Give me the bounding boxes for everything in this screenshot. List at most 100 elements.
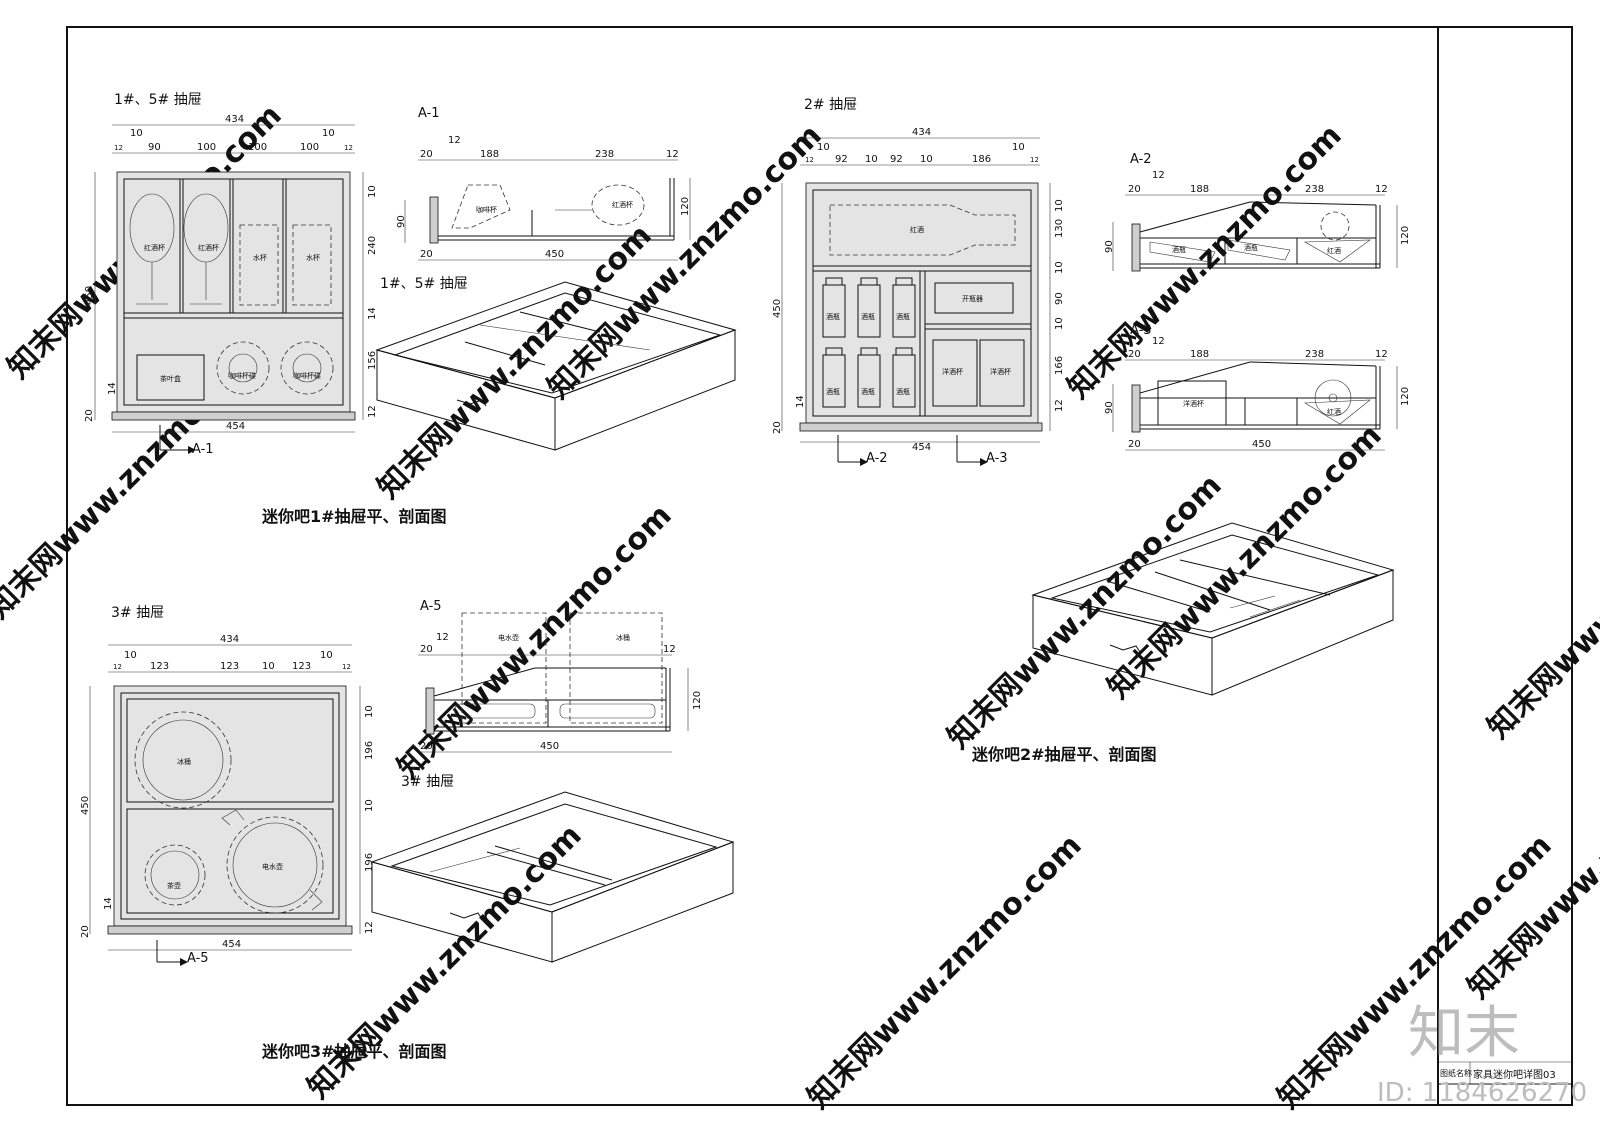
sheet-title: 家具迷你吧详图03 [1473,1068,1556,1081]
drawing-caption: 迷你吧2#抽屉平、剖面图 [971,745,1157,764]
dim-label: 196 [364,853,375,872]
section-marker: A-5 [187,951,209,966]
item-label: 红酒杯 [198,243,219,252]
dim-label: 10 [1054,261,1065,274]
dim-label: 20 [772,421,783,434]
item-label: 酒瓶 [896,387,910,396]
dim-label: 12 [364,921,375,934]
item-label: 冰桶 [616,633,630,642]
title-block: 知末 图纸名称 家具迷你吧详图03 ID: 1184626270 [1377,1001,1587,1108]
drawer-3-plan: 3# 抽屉 434 12 10 123 123 10 123 10 12 冰桶 … [80,605,375,966]
dim-label: 12 [1375,349,1388,360]
dim-overall-width: 454 [226,421,245,432]
watermark: 知末网www.znzmo.com [801,828,1089,1116]
dim-label: 12 [1030,156,1039,164]
dim-label: 20 [1128,439,1141,450]
dim-label: 14 [107,382,118,395]
dim-label: 156 [367,351,378,370]
section-title: A-2 [1130,152,1152,167]
dim-label: 238 [1305,184,1324,195]
dim-label: 120 [692,691,703,710]
item-label: 酒瓶 [861,387,875,396]
dim-label: 188 [1190,349,1209,360]
item-label: 电水壶 [262,862,283,871]
dim-label: 450 [84,286,95,305]
dim-overall-width: 434 [220,634,239,645]
drawer-1-5-plan: 1#、5# 抽屉 434 12 10 90 100 100 100 10 12 … [84,92,378,457]
dim-label: 123 [220,661,239,672]
dim-label: 20 [1128,184,1141,195]
section-a2: A-2 20 12 188 238 12 酒瓶 酒瓶 红酒 120 90 [1104,152,1411,272]
drawing-caption: 迷你吧1#抽屉平、剖面图 [261,507,447,526]
dim-label: 10 [124,650,137,661]
plan-title: 1#、5# 抽屉 [114,92,202,108]
iso-title: 3# 抽屉 [401,774,454,790]
dim-label: 166 [1054,356,1065,375]
site-logo: 知末 [1408,1001,1520,1066]
drawing-frame [66,26,1573,1106]
dim-label: 100 [300,142,319,153]
dim-label: 10 [322,128,335,139]
dim-label: 12 [367,405,378,418]
dim-label: 10 [920,154,933,165]
dim-label: 10 [1012,142,1025,153]
watermark: 知末网www.znzmo.com [1481,458,1600,746]
dim-label: 238 [595,149,614,160]
plan-title: 3# 抽屉 [111,605,164,621]
section-a3: A-3 20 12 188 238 12 洋酒杯 红酒 120 90 20 45… [1104,323,1411,451]
dim-overall-width: 434 [912,127,931,138]
section-a1: A-1 20 12 188 238 12 咖啡杯 红酒杯 120 90 20 4… [396,106,691,261]
drawer-2-plan: 2# 抽屉 434 12 10 92 10 92 10 186 10 12 红酒… [772,97,1065,466]
drawer-1-5-iso: 1#、5# 抽屉 [375,276,737,451]
dim-label: 12 [1152,170,1165,181]
iso-title: 1#、5# 抽屉 [380,276,468,292]
dim-label: 12 [114,144,123,152]
watermark: 知末网www.znzmo.com [1061,118,1349,406]
dim-label: 14 [103,897,114,910]
section-title: A-1 [418,106,440,121]
dim-label: 20 [420,149,433,160]
dim-label: 12 [666,149,679,160]
plan-title: 2# 抽屉 [804,97,857,113]
dim-label: 240 [367,236,378,255]
section-marker: A-3 [986,451,1008,466]
section-marker: A-1 [192,442,214,457]
dim-label: 100 [197,142,216,153]
drawing-caption: 迷你吧3#抽屉平、剖面图 [261,1042,447,1061]
id-text: ID: 1184626270 [1377,1078,1587,1108]
item-label: 红酒 [1327,246,1341,255]
dim-label: 12 [1054,399,1065,412]
dim-label: 10 [1054,199,1065,212]
dim-label: 20 [84,409,95,422]
dim-label: 10 [364,799,375,812]
item-label: 酒瓶 [826,312,840,321]
dim-label: 10 [1054,317,1065,330]
item-label: 洋酒杯 [1183,399,1204,408]
item-label: 咖啡杯碟 [293,371,321,380]
dim-label: 20 [1128,349,1141,360]
dim-label: 130 [1054,219,1065,238]
dim-label: 10 [320,650,333,661]
dim-label: 12 [448,135,461,146]
dim-overall-width: 434 [225,114,244,125]
dim-label: 90 [1104,240,1115,253]
section-title: A-5 [420,599,442,614]
dim-label: 12 [805,156,814,164]
dim-label: 10 [367,185,378,198]
item-label: 酒瓶 [861,312,875,321]
dim-label: 186 [972,154,991,165]
item-label: 冰桶 [177,757,191,766]
watermark: 知末网www.znzmo.com [541,118,829,406]
item-label: 咖啡杯 [476,205,497,214]
item-label: 茶叶盒 [160,374,181,383]
dim-label: 20 [420,249,433,260]
dim-label: 20 [80,925,91,938]
dim-label: 92 [890,154,903,165]
drawer-3-iso: 3# 抽屉 [370,774,735,963]
item-label: 茶壶 [167,881,181,890]
dim-label: 90 [396,215,407,228]
dim-label: 90 [148,142,161,153]
dim-label: 10 [130,128,143,139]
item-label: 红酒 [910,225,924,234]
item-label: 开瓶器 [962,294,983,303]
